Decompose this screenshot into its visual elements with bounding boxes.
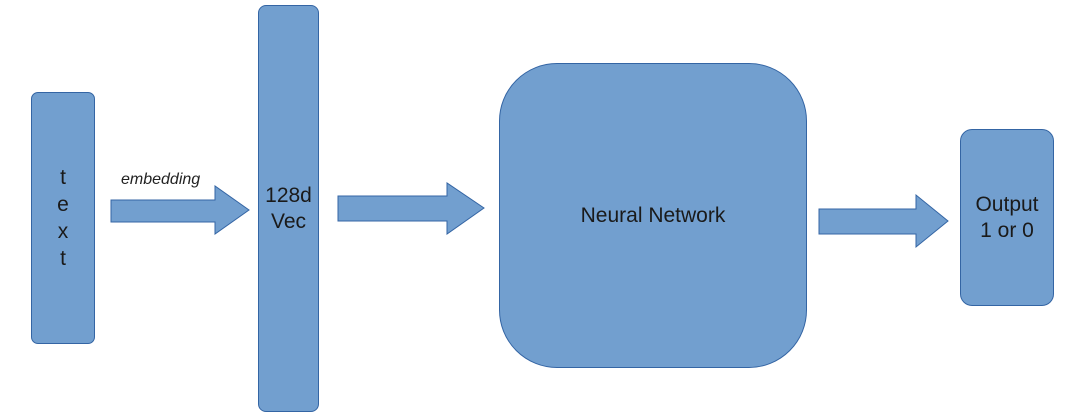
text-node-char: e — [57, 193, 69, 216]
output-node-label-line2: 1 or 0 — [980, 218, 1034, 242]
neural-network-node: Neural Network — [499, 63, 807, 368]
vector-node: 128d Vec — [258, 5, 319, 412]
text-node-char: t — [60, 166, 66, 189]
output-node-label-line1: Output — [975, 192, 1039, 216]
output-node-label: Output 1 or 0 — [975, 192, 1038, 244]
text-node-label: t e x t — [57, 164, 69, 272]
arrow-text-to-vec — [110, 185, 250, 235]
text-node-char: x — [57, 220, 69, 243]
vector-node-label-line1: 128d — [265, 183, 312, 207]
vector-node-label: 128d Vec — [265, 183, 312, 235]
vector-node-label-line2: Vec — [270, 209, 307, 233]
neural-network-label: Neural Network — [580, 203, 726, 227]
arrow-vec-to-network — [337, 182, 485, 235]
text-node-char: t — [60, 247, 66, 270]
embedding-edge-label: embedding — [121, 171, 201, 188]
text-node: t e x t — [31, 92, 95, 344]
arrow-network-to-output — [818, 193, 949, 249]
output-node: Output 1 or 0 — [960, 129, 1054, 306]
